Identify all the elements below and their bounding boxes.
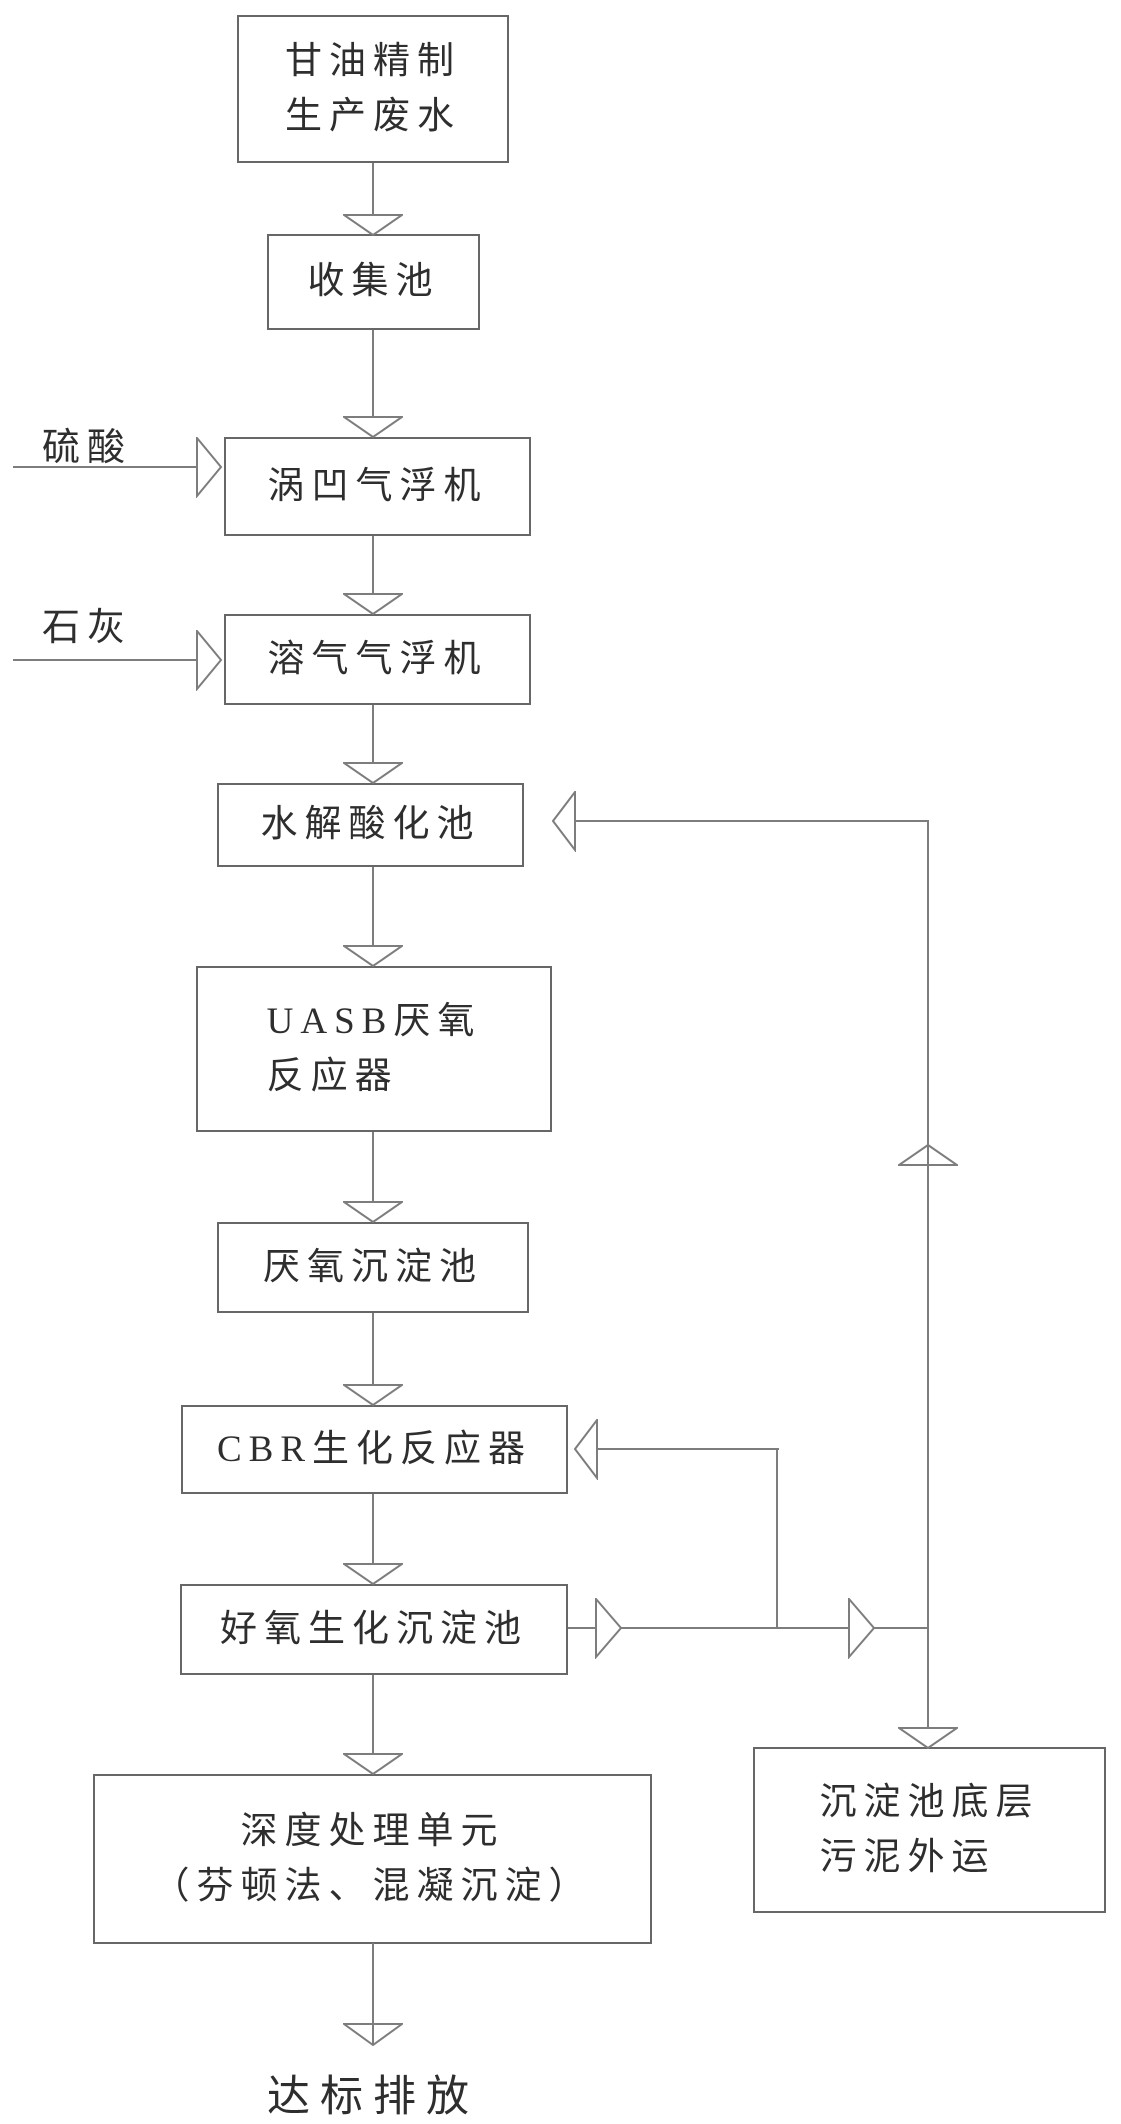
input-sulfuric-acid-label: 硫酸 xyxy=(42,427,133,469)
node-aerobic-sedimentation: 好氧生化沉淀池 xyxy=(180,1584,568,1675)
node-aerobic-sedimentation-label: 好氧生化沉淀池 xyxy=(220,1608,528,1650)
line-recycle-to-hydrolysis xyxy=(575,820,929,822)
node-advanced-treatment: 深度处理单元 （芬顿法、混凝沉淀） xyxy=(93,1774,652,1944)
node-hydrolysis-tank-label: 水解酸化池 xyxy=(260,804,481,846)
arrow-left-into-hydrolysis-icon xyxy=(552,791,576,852)
connector-advanced-discharge xyxy=(372,1943,374,2044)
node-caf-flotation: 涡凹气浮机 xyxy=(224,437,531,536)
connector-aerobicsed-advanced xyxy=(372,1675,374,1754)
arrow-down-into-advanced-icon xyxy=(343,1753,403,1775)
node-daf-flotation: 溶气气浮机 xyxy=(224,614,531,705)
input-lime-label: 石灰 xyxy=(42,607,133,649)
connector-caf-daf xyxy=(372,536,374,594)
arrow-right-lime-icon xyxy=(196,630,223,691)
node-daf-flotation-label: 溶气气浮机 xyxy=(267,638,488,680)
arrow-right-outflow-2-icon xyxy=(848,1598,876,1659)
node-source-label: 甘油精制 生产废水 xyxy=(285,40,461,138)
output-discharge-label: 达标排放 xyxy=(267,2074,479,2121)
node-source: 甘油精制 生产废水 xyxy=(237,15,509,163)
arrow-down-into-hydrolysis-icon xyxy=(343,762,403,784)
connector-uasb-anaerobicsed xyxy=(372,1132,374,1202)
arrow-down-into-sludge-icon xyxy=(898,1727,958,1749)
node-uasb-reactor-label: UASB厌氧 反应器 xyxy=(266,1000,482,1098)
connector-cbr-aerobicsed xyxy=(372,1494,374,1564)
line-sulfuric-acid-feed xyxy=(13,466,196,468)
node-uasb-reactor: UASB厌氧 反应器 xyxy=(196,966,552,1132)
connector-anaerobicsed-cbr xyxy=(372,1313,374,1385)
line-lime-feed xyxy=(13,659,196,661)
connector-source-collection xyxy=(372,163,374,216)
arrow-left-into-cbr-icon xyxy=(574,1419,598,1480)
arrow-down-into-cbr-icon xyxy=(343,1384,403,1406)
arrow-down-into-collection-icon xyxy=(343,214,403,236)
connector-daf-hydrolysis xyxy=(372,705,374,763)
arrow-down-into-anaerobicsed-icon xyxy=(343,1201,403,1223)
node-advanced-treatment-label: 深度处理单元 （芬顿法、混凝沉淀） xyxy=(152,1810,593,1908)
node-collection-pool: 收集池 xyxy=(267,234,480,330)
node-sludge-disposal-label: 沉淀池底层 污泥外运 xyxy=(819,1781,1040,1879)
connector-collection-caf xyxy=(372,330,374,417)
connector-hydrolysis-uasb xyxy=(372,867,374,946)
arrow-right-sulfuric-acid-icon xyxy=(196,437,223,498)
arrow-down-into-daf-icon xyxy=(343,593,403,615)
arrow-up-recycle-icon xyxy=(898,1144,958,1166)
node-cbr-reactor: CBR生化反应器 xyxy=(181,1405,568,1494)
line-recycle-vertical xyxy=(927,820,929,1748)
line-cbr-return-vertical xyxy=(776,1448,778,1629)
arrow-down-into-uasb-icon xyxy=(343,945,403,967)
node-cbr-reactor-label: CBR生化反应器 xyxy=(216,1428,533,1470)
node-caf-flotation-label: 涡凹气浮机 xyxy=(267,465,488,507)
line-aerobicsed-outflow xyxy=(568,1627,928,1629)
arrow-right-outflow-1-icon xyxy=(595,1598,623,1659)
arrow-down-into-caf-icon xyxy=(343,416,403,438)
node-anaerobic-sedimentation-label: 厌氧沉淀池 xyxy=(263,1246,483,1288)
arrow-down-into-aerobicsed-icon xyxy=(343,1563,403,1585)
node-sludge-disposal: 沉淀池底层 污泥外运 xyxy=(753,1747,1106,1913)
node-collection-pool-label: 收集池 xyxy=(307,261,440,303)
node-hydrolysis-tank: 水解酸化池 xyxy=(217,783,524,867)
node-anaerobic-sedimentation: 厌氧沉淀池 xyxy=(217,1222,529,1313)
arrow-down-discharge-icon xyxy=(343,2023,403,2046)
line-cbr-return-horizontal xyxy=(597,1448,779,1450)
